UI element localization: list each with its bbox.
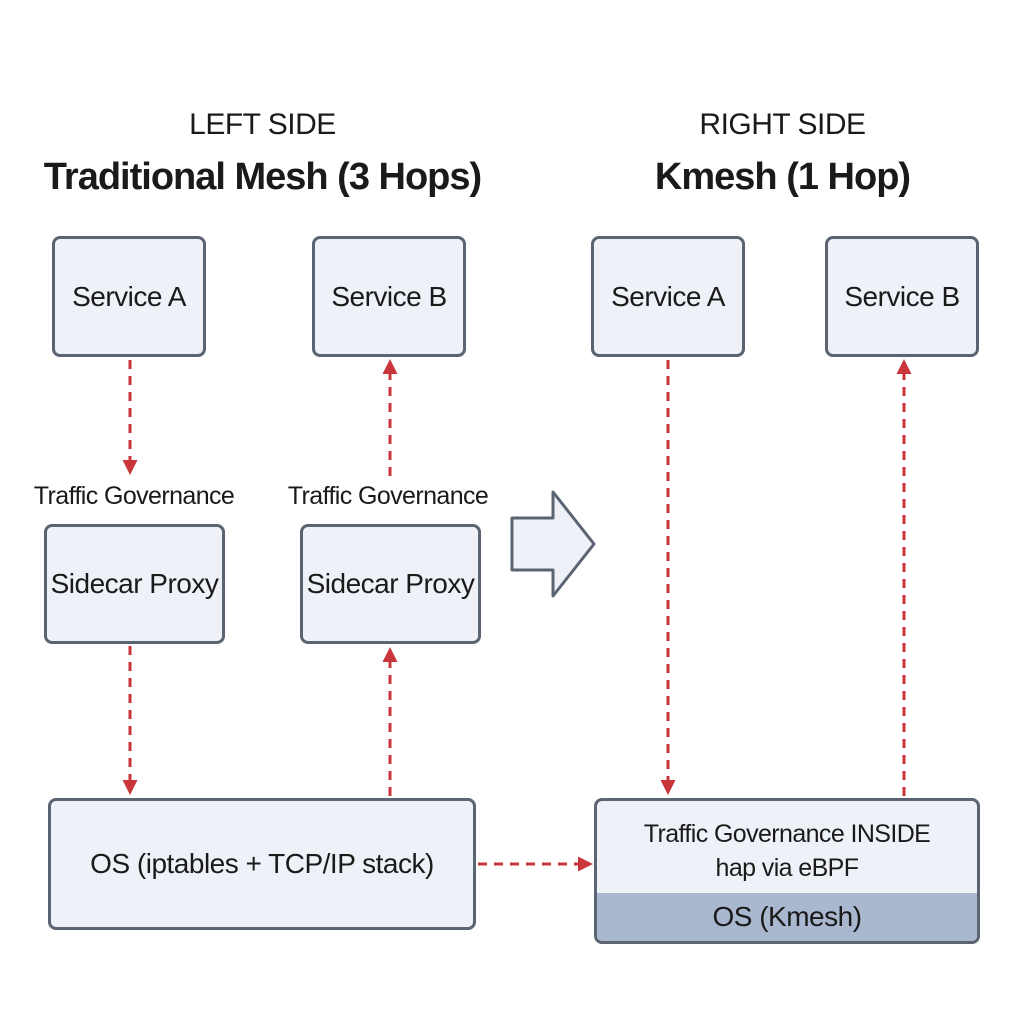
right-title: Kmesh (1 Hop) — [654, 156, 911, 198]
left-os-box: OS (iptables + TCP/IP stack) — [48, 798, 476, 930]
left-caption: LEFT SIDE — [189, 108, 336, 141]
left-title: Traditional Mesh (3 Hops) — [43, 156, 482, 198]
right-governance-text: Traffic Governance INSIDE hap via eBPF — [597, 817, 977, 885]
right-caption: RIGHT SIDE — [699, 108, 866, 141]
left-service-b-box: Service B — [312, 236, 466, 357]
left-sidecar-proxy-a-box: Sidecar Proxy — [44, 524, 225, 644]
right-governance-line-1: Traffic Governance INSIDE — [643, 820, 931, 848]
left-governance-label-b: Traffic Governance — [287, 482, 489, 510]
transition-arrow-icon — [510, 490, 596, 598]
right-kmesh-os-box: Traffic Governance INSIDE hap via eBPF O… — [594, 798, 980, 944]
right-service-b-box: Service B — [825, 236, 979, 357]
left-sidecar-proxy-b-box: Sidecar Proxy — [300, 524, 481, 644]
right-os-band: OS (Kmesh) — [597, 893, 977, 941]
left-service-a-box: Service A — [52, 236, 206, 357]
left-governance-label-a: Traffic Governance — [33, 482, 235, 510]
right-governance-line-2: hap via eBPF — [715, 854, 859, 882]
right-service-a-box: Service A — [591, 236, 745, 357]
